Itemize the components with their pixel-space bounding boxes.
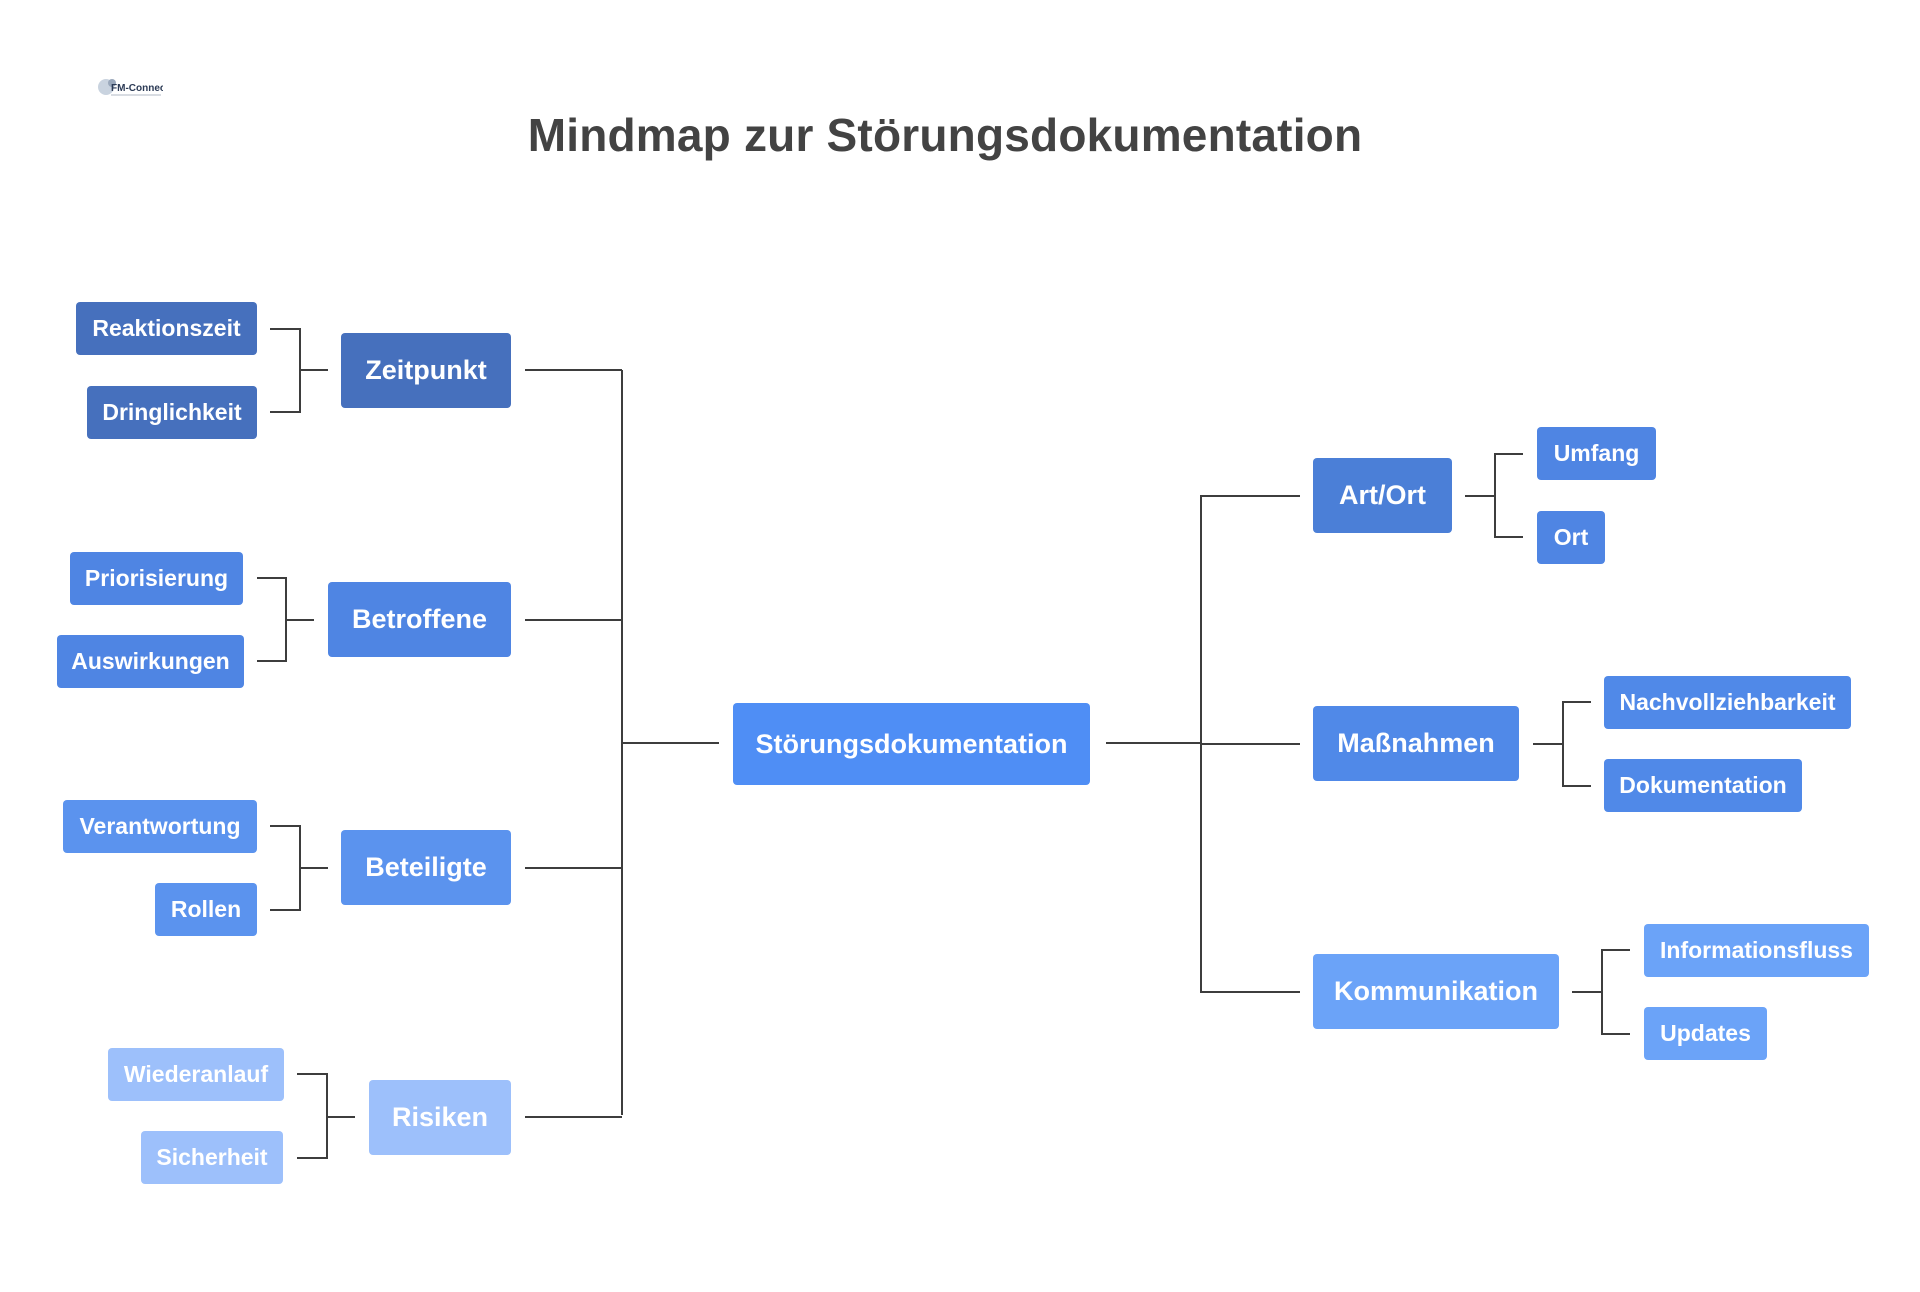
leaf-node-nachvollziehbarkeit: Nachvollziehbarkeit [1604,676,1851,729]
leaf-node-umfang: Umfang [1537,427,1656,480]
branch-node-kommunikation: Kommunikation [1313,954,1559,1029]
bracket-risiken [297,1073,328,1159]
bracket-zeitpunkt [270,328,301,413]
fm-connect-logo: FM-Connect.com [97,72,192,102]
leaf-node-verantwortung: Verantwortung [63,800,257,853]
branch-node-betroffene: Betroffene [328,582,511,657]
leaf-node-sicherheit: Sicherheit [141,1131,283,1184]
svg-text:FM-Connect.com: FM-Connect.com [111,83,163,94]
leaf-node-dringlichkeit: Dringlichkeit [87,386,257,439]
leaf-node-auswirkungen: Auswirkungen [57,635,244,688]
root-node-stoerungsdokumentation: Störungsdokumentation [733,703,1090,785]
bracket-massnahmen [1562,701,1591,787]
bracket-art-ort [1494,453,1523,538]
leaf-node-updates: Updates [1644,1007,1767,1060]
leaf-node-priorisierung: Priorisierung [70,552,243,605]
page-title: Mindmap zur Störungsdokumentation [527,109,1363,161]
branch-node-risiken: Risiken [369,1080,511,1155]
bracket-kommunikation [1601,949,1630,1035]
branch-node-zeitpunkt: Zeitpunkt [341,333,511,408]
leaf-node-reaktionszeit: Reaktionszeit [76,302,257,355]
leaf-node-rollen: Rollen [155,883,257,936]
branch-node-massnahmen: Maßnahmen [1313,706,1519,781]
leaf-node-dokumentation: Dokumentation [1604,759,1802,812]
leaf-node-ort: Ort [1537,511,1605,564]
leaf-node-wiederanlauf: Wiederanlauf [108,1048,284,1101]
leaf-node-informationsfluss: Informationsfluss [1644,924,1869,977]
bracket-betroffene [257,577,287,662]
branch-node-beteiligte: Beteiligte [341,830,511,905]
branch-node-art-ort: Art/Ort [1313,458,1452,533]
bracket-beteiligte [270,825,301,911]
